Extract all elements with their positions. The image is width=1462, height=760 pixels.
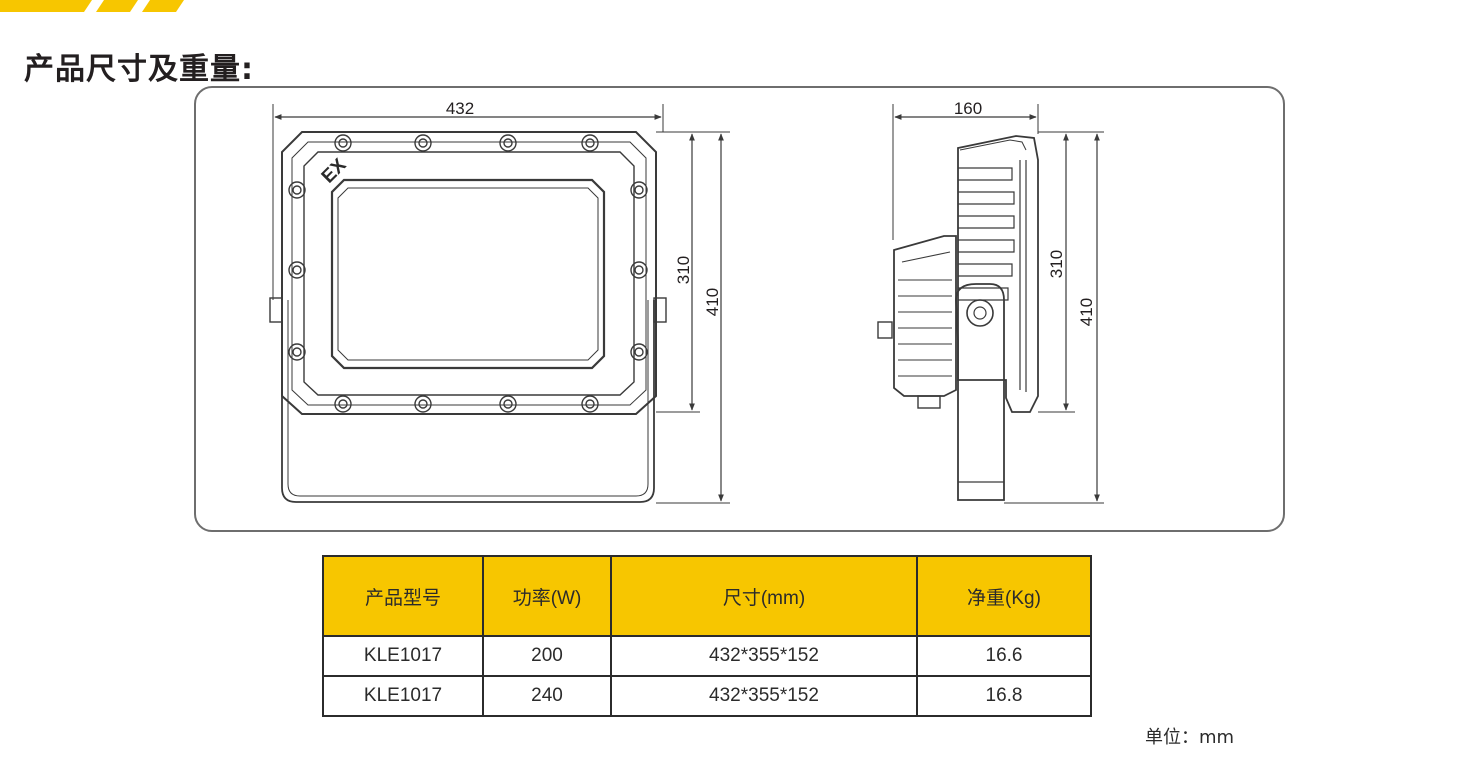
cell-model: KLE1017 — [322, 635, 484, 677]
cell-model: KLE1017 — [322, 675, 484, 717]
header-dimensions: 尺寸(mm) — [610, 555, 918, 637]
table-header-row: 产品型号 功率(W) 尺寸(mm) 净重(Kg) — [322, 555, 1092, 637]
spec-table: 产品型号 功率(W) 尺寸(mm) 净重(Kg) KLE1017 200 432… — [322, 555, 1092, 717]
table-row: KLE1017 200 432*355*152 16.6 — [322, 635, 1092, 677]
unit-note: 单位：mm — [1145, 727, 1235, 748]
cell-power: 200 — [482, 635, 612, 677]
header-power: 功率(W) — [482, 555, 612, 637]
header-model: 产品型号 — [322, 555, 484, 637]
cell-power: 240 — [482, 675, 612, 717]
page-title: 产品尺寸及重量: — [24, 52, 254, 87]
cell-dimensions: 432*355*152 — [610, 675, 918, 717]
table-row: KLE1017 240 432*355*152 16.8 — [322, 675, 1092, 717]
cell-weight: 16.6 — [916, 635, 1092, 677]
header-weight: 净重(Kg) — [916, 555, 1092, 637]
cell-weight: 16.8 — [916, 675, 1092, 717]
top-accent-stripe — [0, 0, 184, 12]
cell-dimensions: 432*355*152 — [610, 635, 918, 677]
drawing-frame — [194, 86, 1285, 532]
